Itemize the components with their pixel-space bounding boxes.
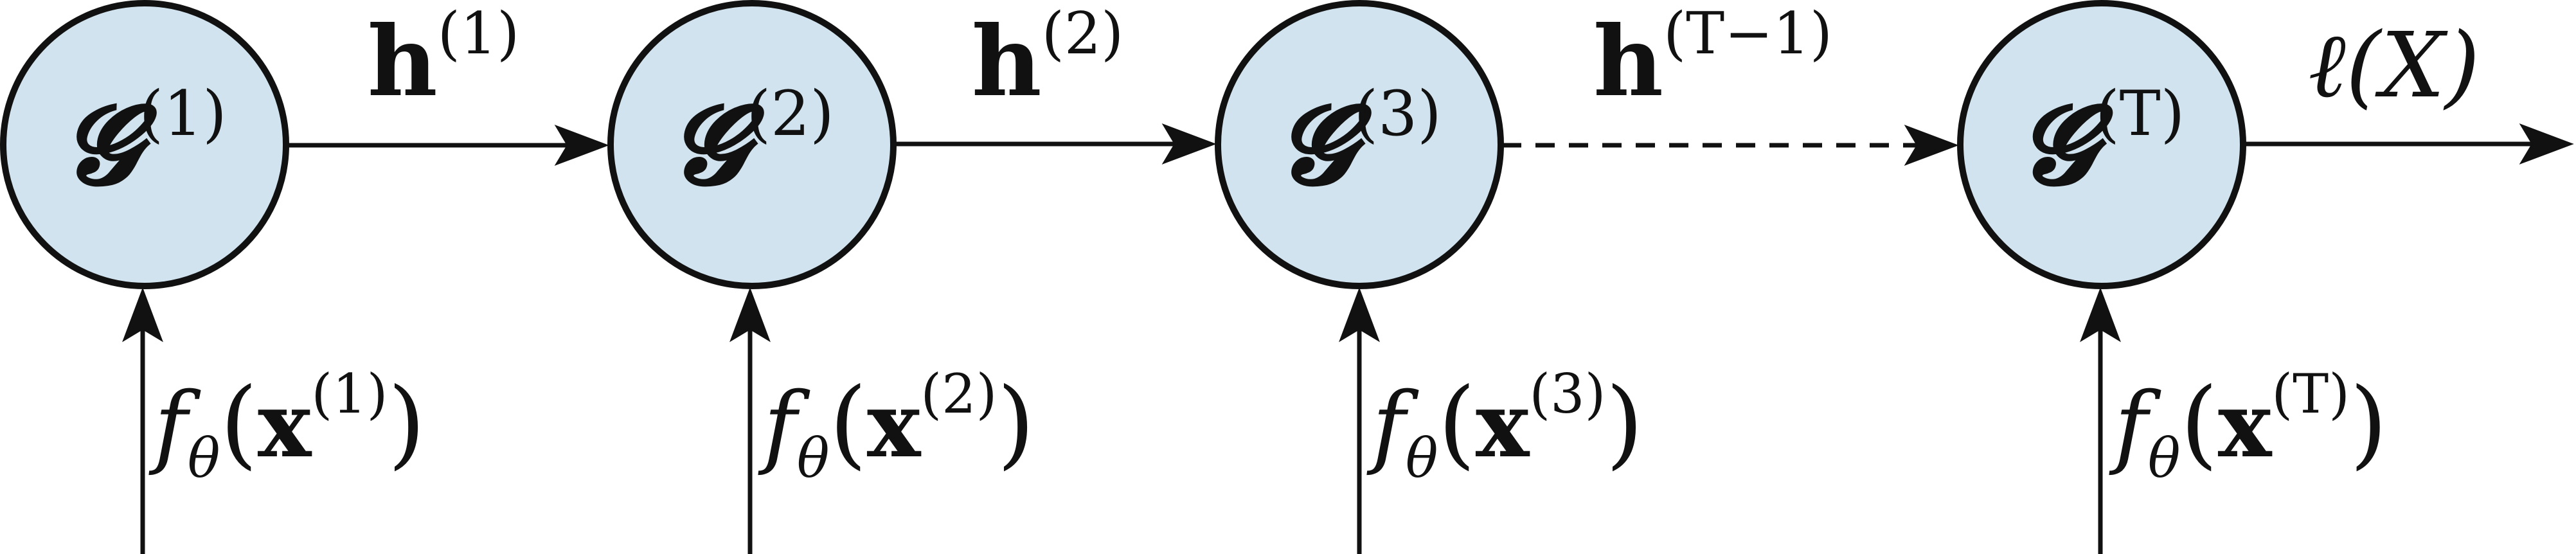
node-g1-superscript: (1): [139, 78, 227, 150]
output-label: ℓ(X): [2308, 13, 2480, 118]
input-label-1-superscript: (1): [311, 362, 388, 425]
input-label-2-var: x: [867, 373, 922, 478]
arrowhead-output: [2519, 123, 2574, 165]
hidden-label-Tminus1-superscript: (T−1): [1663, 0, 1832, 67]
hidden-label-1: h(1): [368, 0, 520, 118]
node-g1-label: 𝓖(1): [62, 78, 226, 209]
node-g2-circle: [607, 0, 897, 289]
input-label-1-open: (: [220, 368, 258, 479]
input-label-T-var: x: [2218, 373, 2273, 478]
hidden-label-Tminus1: h(T−1): [1593, 0, 1832, 118]
arrowhead-node1-node2: [554, 125, 609, 166]
input-label-2-subscript: θ: [797, 427, 830, 490]
input-label-2-close: ): [997, 368, 1035, 479]
node-g2-superscript: (2): [747, 78, 834, 150]
arrowhead-inputT: [2080, 287, 2121, 343]
node-gT-circle: [1957, 0, 2246, 289]
hidden-label-1-superscript: (1): [438, 0, 520, 67]
node-g3: 𝓖(3): [1215, 0, 1504, 289]
input-label-3-open: (: [1438, 368, 1476, 479]
input-label-T-subscript: θ: [2148, 427, 2181, 490]
input-label-T-open: (: [2180, 368, 2218, 479]
hidden-label-1-symbol: h: [368, 5, 438, 118]
input-label-2-superscript: (2): [920, 362, 997, 425]
node-g1: 𝓖(1): [0, 0, 289, 289]
node-g3-circle: [1215, 0, 1504, 289]
node-g1-circle: [0, 0, 289, 289]
arrowhead-input2: [729, 287, 771, 343]
input-label-3-subscript: θ: [1406, 427, 1438, 490]
input-label-1-subscript: θ: [188, 427, 220, 490]
node-gT: 𝓖(T): [1957, 0, 2246, 289]
input-label-T-superscript: (T): [2271, 362, 2350, 425]
hidden-label-2: h(2): [972, 0, 1124, 118]
arrowhead-input1: [122, 287, 163, 343]
hidden-label-Tminus1-symbol: h: [1593, 5, 1663, 118]
input-label-2-open: (: [829, 368, 867, 479]
input-label-3-close: ): [1606, 368, 1643, 479]
arrowhead-node2-node3: [1161, 123, 1217, 165]
input-label-3-var: x: [1476, 373, 1530, 478]
input-label-1: fθ(x(1)): [148, 362, 425, 490]
node-g3-superscript: (3): [1354, 78, 1442, 150]
input-label-1-close: ): [388, 368, 425, 479]
input-label-T: fθ(x(T)): [2109, 362, 2388, 490]
hidden-label-2-symbol: h: [972, 5, 1042, 118]
input-label-1-var: x: [258, 373, 312, 478]
input-label-T-close: ): [2350, 368, 2388, 479]
input-label-3-superscript: (3): [1529, 362, 1606, 425]
input-label-3: fθ(x(3)): [1366, 362, 1643, 490]
node-g2: 𝓖(2): [607, 0, 897, 289]
node-gT-superscript: (T): [2095, 78, 2185, 150]
input-label-2: fθ(x(2)): [758, 362, 1035, 490]
arrowhead-input3: [1339, 287, 1380, 343]
arrowhead-node3-nodeT: [1904, 125, 1959, 166]
hidden-label-2-superscript: (2): [1042, 0, 1124, 67]
